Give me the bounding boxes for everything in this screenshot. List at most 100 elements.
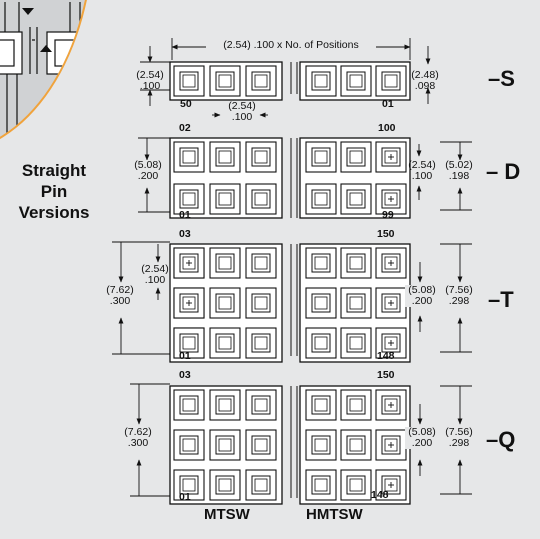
d-pitch-mm: (2.54)	[408, 159, 436, 171]
pin-cell	[305, 327, 337, 359]
pin-cell	[173, 65, 205, 97]
t-right-mm: (7.56)	[445, 284, 473, 296]
pin-cell	[305, 183, 337, 215]
t-spacing-in: .200	[411, 295, 433, 307]
pin-cell	[375, 327, 407, 359]
t-pitch-dim: (2.54).100	[137, 264, 173, 286]
pin-cell	[375, 183, 407, 215]
d-pin-top-left: 02	[179, 122, 191, 134]
pin-cell	[245, 287, 277, 319]
pin-cell	[173, 141, 205, 173]
q-height-mm: (7.62)	[124, 426, 152, 438]
pin-cell	[375, 247, 407, 279]
d-pin-bottom-right: 99	[382, 209, 394, 221]
q-height-dim: (7.62).300	[120, 427, 156, 449]
pin-cell	[340, 247, 372, 279]
pin-cell	[245, 327, 277, 359]
model-left-label: MTSW	[204, 506, 250, 523]
pin-cell	[375, 469, 407, 501]
pin-cell	[340, 287, 372, 319]
s-right-in: .098	[414, 80, 436, 92]
q-pin-bottom-right: 148	[371, 489, 389, 501]
t-pin-top-right: 150	[377, 228, 395, 240]
q-spacing-dim: (5.08).200	[405, 427, 439, 449]
pin-cell	[375, 287, 407, 319]
q-right-mm: (7.56)	[445, 426, 473, 438]
s-pitch-dim: (2.54).100	[222, 101, 262, 123]
t-height-dim: (7.62).300	[102, 285, 138, 307]
q-pin-top-left: 03	[179, 369, 191, 381]
s-height-dim: (2.54).100	[132, 70, 168, 92]
pin-cell	[305, 65, 337, 97]
pin-cell	[375, 141, 407, 173]
pin-cell	[245, 65, 277, 97]
t-height-mm: (7.62)	[106, 284, 134, 296]
t-suffix: –T	[488, 287, 514, 312]
callout-line-1: Straight	[21, 161, 87, 180]
s-right-dim: (2.48).098	[408, 70, 442, 92]
s-suffix: –S	[488, 66, 515, 91]
pin-cell	[209, 469, 241, 501]
q-spacing-in: .200	[411, 437, 433, 449]
pin-cell	[209, 429, 241, 461]
s-pin-right: 01	[382, 98, 394, 110]
d-right-in: .198	[448, 170, 470, 182]
pin-cell	[209, 389, 241, 421]
pin-cell	[305, 469, 337, 501]
pin-cell	[173, 287, 205, 319]
d-height-mm: (5.08)	[134, 159, 162, 171]
pin-cell	[173, 247, 205, 279]
d-pitch-dim: (2.54).100	[405, 160, 439, 182]
q-height-in: .300	[127, 437, 149, 449]
pin-cell	[340, 429, 372, 461]
s-right-mm: (2.48)	[411, 69, 439, 81]
pin-cell	[340, 327, 372, 359]
pin-cell	[305, 389, 337, 421]
d-pin-bottom-left: 01	[179, 209, 191, 221]
pin-cell	[209, 183, 241, 215]
pin-cell	[245, 429, 277, 461]
d-height-in: .200	[137, 170, 159, 182]
pin-cell	[245, 141, 277, 173]
pin-cell	[305, 287, 337, 319]
s-pitch-mm: (2.54)	[228, 100, 256, 112]
q-right-in: .298	[448, 437, 470, 449]
model-right-label: HMTSW	[306, 506, 363, 523]
t-pitch-in: .100	[144, 274, 166, 286]
pin-cell	[173, 183, 205, 215]
pin-cell	[173, 469, 205, 501]
pin-cell	[340, 183, 372, 215]
pin-cell	[340, 389, 372, 421]
pin-cell	[173, 389, 205, 421]
pin-cell	[245, 469, 277, 501]
pin-cell	[340, 469, 372, 501]
s-height-mm: (2.54)	[136, 69, 164, 81]
t-right-dim: (7.56).298	[441, 285, 477, 307]
pin-cell	[340, 141, 372, 173]
q-spacing-mm: (5.08)	[408, 426, 436, 438]
d-height-dim: (5.08).200	[130, 160, 166, 182]
pin-strip-group	[169, 61, 411, 505]
q-suffix: –Q	[486, 427, 516, 452]
s-pitch-in: .100	[231, 111, 253, 123]
t-right-in: .298	[448, 295, 470, 307]
pin-cell	[209, 287, 241, 319]
pin-cell	[245, 389, 277, 421]
t-pitch-mm: (2.54)	[141, 263, 169, 275]
d-right-mm: (5.02)	[445, 159, 473, 171]
t-spacing-dim: (5.08).200	[405, 285, 439, 307]
t-pin-top-left: 03	[179, 228, 191, 240]
pin-cell	[173, 327, 205, 359]
d-suffix: – D	[486, 159, 521, 184]
t-spacing-mm: (5.08)	[408, 284, 436, 296]
straight-pin-callout	[0, 0, 94, 154]
pin-cell	[209, 65, 241, 97]
pin-cell	[305, 429, 337, 461]
s-height-in: .100	[139, 80, 161, 92]
q-pin-bottom-left: 01	[179, 491, 191, 503]
t-pin-bottom-left: 01	[179, 350, 191, 362]
d-right-dim: (5.02).198	[441, 160, 477, 182]
callout-line-2: Pin	[40, 182, 68, 201]
